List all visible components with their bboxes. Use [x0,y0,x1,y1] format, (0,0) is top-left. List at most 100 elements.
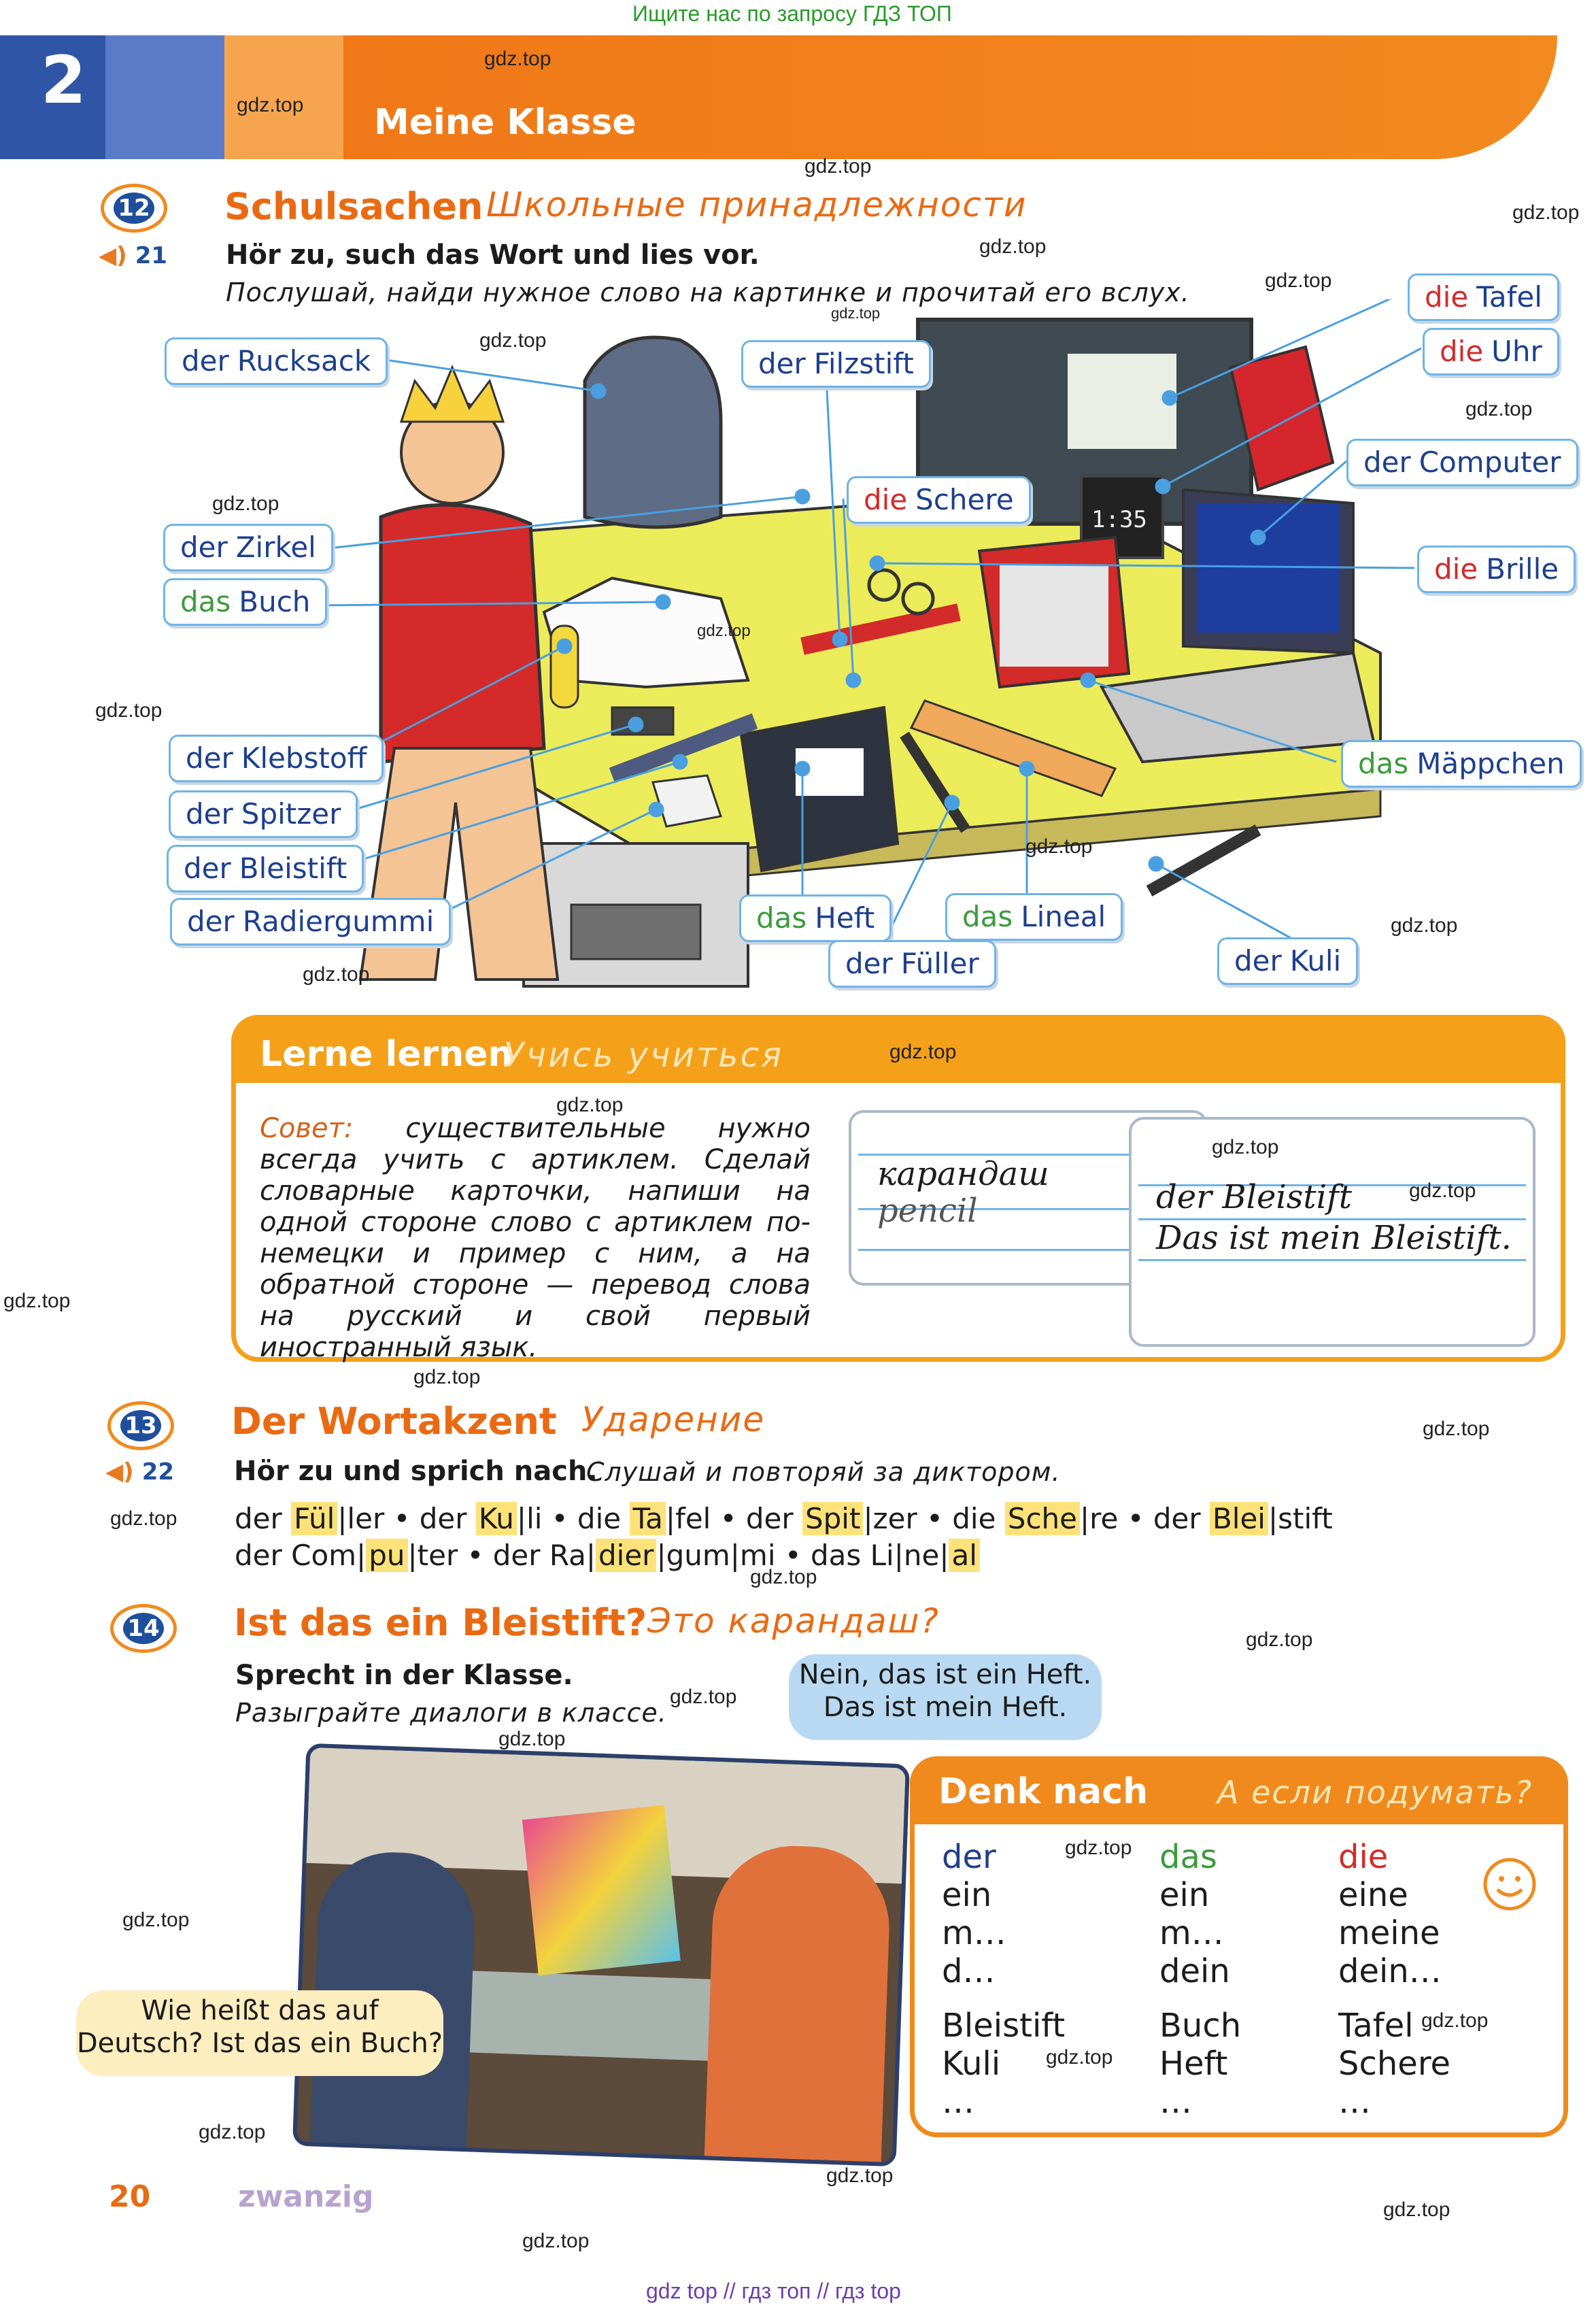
word-fueller: der Fül|ler [235,1502,385,1535]
classroom-desk-illustration: 1:35 [316,299,1422,988]
watermark: gdz.top [1512,201,1580,224]
ex14-instruction-de: Sprecht in der Klasse. [235,1660,573,1691]
exercise-12-badge: 12 [101,184,167,233]
watermark: gdz.top [122,1909,190,1931]
watermark: gdz.top [413,1366,481,1388]
watermark: gdz.top [110,1507,177,1530]
watermark: gdz.top [1065,1837,1132,1859]
vocab-card-example: Das ist mein Bleistift. [1156,1219,1512,1257]
ex14-instruction-ru: Разыграйте диалоги в классе. [235,1698,667,1728]
watermark: gdz.top [826,2164,894,2187]
watermark: gdz.top [1409,1179,1476,1202]
audio-track-21[interactable]: ◀)21 [99,242,168,269]
lerne-lernen-title-ru: Учись учиться [503,1035,784,1075]
speaker-icon: ◀) [99,242,127,269]
stress-words-line-2: der Com|pu|ter • der Ra|dier|gum|mi • da… [235,1539,980,1572]
smiley-icon [1483,1858,1536,1911]
watermark: gdz.top [199,2121,266,2143]
ex12-instruction-de: Hör zu, such das Wort und lies vor. [226,239,760,271]
bottom-banner[interactable]: gdz top // гдз топ // гдз top [646,2279,901,2303]
watermark: gdz.top [212,492,279,515]
ex13-title-de: Der Wortakzent [231,1400,557,1443]
watermark: gdz.top [479,329,547,352]
ex13-instruction-de: Hör zu und sprich nach. [234,1456,598,1487]
watermark: gdz.top [1423,1418,1490,1440]
watermark: gdz.top [3,1290,71,1312]
watermark: gdz.top [1212,1136,1279,1158]
watermark: gdz.top [1383,2198,1450,2221]
vocab-card-word-de: der Bleistift [1156,1178,1353,1216]
word-computer: der Com|pu|ter [235,1539,458,1572]
unit-header-band [0,35,1557,159]
ex12-title-de: Schulsachen [224,185,483,228]
denk-nach-header [910,1756,1568,1824]
denk-nach-title-de: Denk nach [938,1771,1149,1812]
top-banner[interactable]: Ищите нас по запросу ГДЗ ТОП [632,1,952,26]
speaker-icon: ◀) [105,1458,134,1486]
vocab-card-front [1129,1117,1535,1347]
watermark: gdz.top [1391,914,1458,937]
word-lineal: das Li|ne|al [811,1539,980,1572]
classroom-photo [292,1743,911,2167]
page-number: 20 [109,2179,151,2214]
watermark: gdz.top [1025,835,1093,858]
watermark: gdz.top [522,2230,590,2252]
watermark: gdz.top [804,155,872,178]
vocab-card-word-ru: карандаш [877,1155,1049,1193]
speech-bubble-answer: Nein, das ist ein Heft.Das ist mein Heft… [789,1654,1102,1740]
stress-words-line-1: der Fül|ler • der Ku|li • die Ta|fel • d… [235,1502,1333,1535]
ex12-instruction-ru: Послушай, найди нужное слово на картинке… [226,278,1190,307]
word-kuli: der Ku|li [419,1502,543,1535]
ex12-title-ru: Школьные принадлежности [486,185,1028,224]
watermark: gdz.top [979,235,1047,258]
lerne-lernen-tip: Совет: существительные нужно всегда учит… [260,1113,811,1363]
watermark: gdz.top [1246,1628,1313,1651]
ex13-instruction-ru: Слушай и повторяй за диктором. [586,1457,1061,1487]
ex13-title-ru: Ударение [581,1400,766,1439]
watermark: gdz.top [237,94,304,116]
watermark: gdz.top [889,1041,957,1063]
ex14-title-ru: Это карандаш? [647,1601,940,1641]
watermark: gdz.top [498,1728,566,1750]
watermark: gdz.top [1465,398,1533,420]
watermark: gdz.top [831,305,881,322]
word-radiergummi: der Ra|dier|gum|mi [492,1539,776,1572]
watermark: gdz.top [303,963,370,986]
lerne-lernen-header [231,1015,1565,1083]
watermark: gdz.top [670,1686,737,1708]
ex14-title-de: Ist das ein Bleistift? [234,1601,647,1644]
page-number-word: zwanzig [238,2179,374,2214]
denk-nach-title-ru: А если подумать? [1217,1774,1533,1811]
watermark: gdz.top [697,622,751,640]
watermark: gdz.top [95,699,163,722]
audio-track-22[interactable]: ◀)22 [105,1458,175,1486]
watermark: gdz.top [750,1566,817,1588]
lerne-lernen-title-de: Lerne lernen [260,1034,513,1075]
word-schere: die Sche|re [952,1502,1119,1535]
watermark: gdz.top [556,1094,624,1116]
watermark: gdz.top [484,48,551,70]
watermark: gdz.top [1265,269,1332,292]
